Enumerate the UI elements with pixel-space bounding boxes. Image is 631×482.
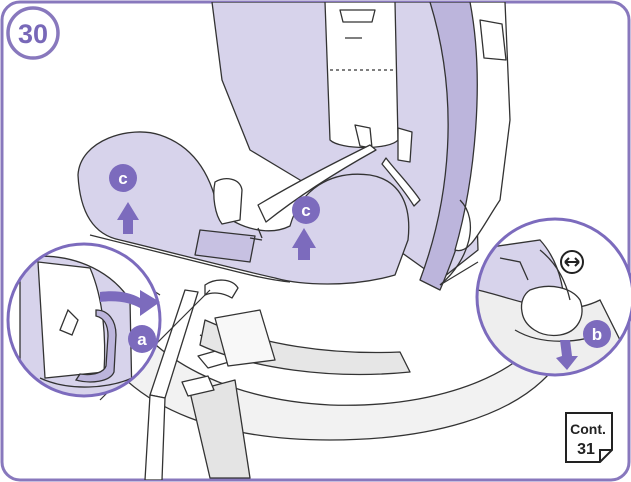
svg-text:b: b bbox=[592, 325, 602, 344]
svg-text:Cont.: Cont. bbox=[570, 421, 606, 437]
rotate-arrows-icon bbox=[561, 251, 583, 273]
label-b: b bbox=[583, 320, 611, 348]
label-c-left: c bbox=[109, 164, 137, 192]
svg-text:c: c bbox=[301, 201, 310, 220]
svg-text:30: 30 bbox=[18, 19, 48, 49]
label-a: a bbox=[128, 325, 156, 353]
svg-text:31: 31 bbox=[577, 441, 595, 458]
continue-badge: Cont. 31 bbox=[566, 413, 612, 462]
step-number-badge: 30 bbox=[8, 8, 58, 58]
svg-text:c: c bbox=[118, 169, 127, 188]
label-c-right: c bbox=[292, 196, 320, 224]
svg-text:a: a bbox=[137, 330, 147, 349]
